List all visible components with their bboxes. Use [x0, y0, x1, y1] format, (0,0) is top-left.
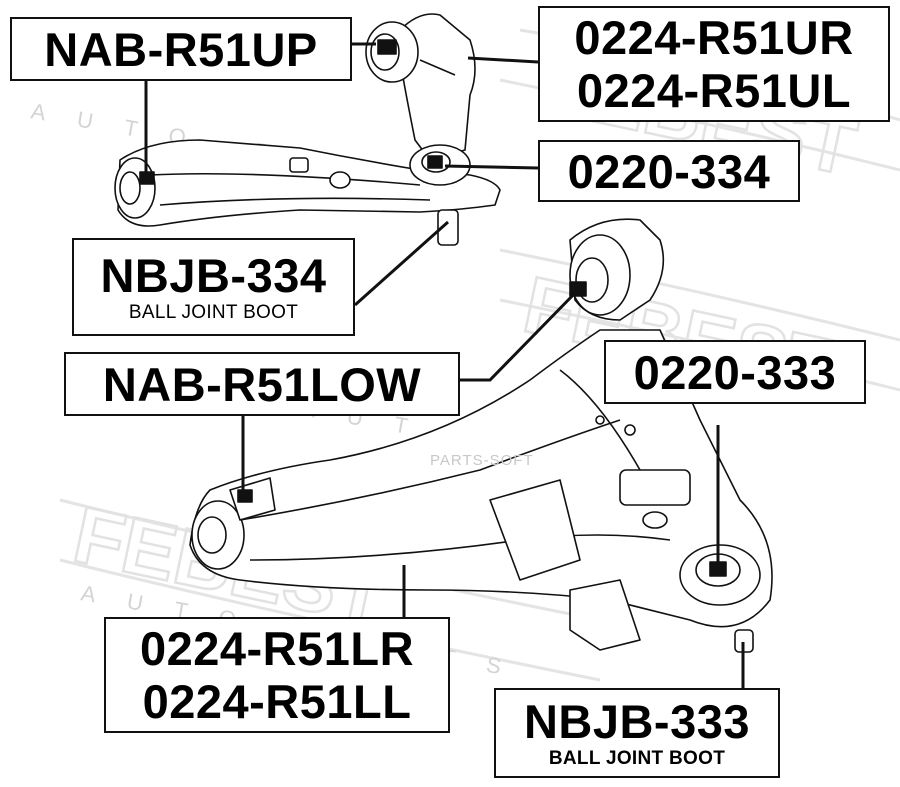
label-lower-arm-left: 0224-R51LL [142, 675, 412, 728]
leader-upper-arm [467, 56, 539, 64]
leader-upper-boot [354, 220, 449, 307]
label-upper-ball-joint[interactable]: 0220-334 [538, 140, 800, 202]
label-upper-arm-right: 0224-R51UR [574, 11, 854, 64]
label-lower-arm[interactable]: 0224-R51LR 0224-R51LL [104, 617, 450, 733]
upper-control-arm [114, 13, 501, 246]
label-lower-arm-right: 0224-R51LR [139, 622, 415, 675]
label-lower-ball-joint[interactable]: 0220-333 [604, 340, 866, 404]
label-upper-arm[interactable]: 0224-R51UR 0224-R51UL [538, 6, 890, 122]
label-lower-boot-code: NBJB-333 [523, 695, 751, 748]
leader-lines [144, 42, 745, 690]
leader-upper-ball-joint [444, 164, 539, 170]
label-upper-arm-left: 0224-R51UL [576, 64, 852, 117]
leader-lower-bushing [460, 288, 580, 382]
label-lower-boot[interactable]: NBJB-333 BALL JOINT BOOT [494, 688, 780, 778]
lower-control-arm [189, 218, 773, 653]
label-upper-ball-joint-text: 0220-334 [567, 144, 771, 198]
label-lower-bushing[interactable]: NAB-R51LOW [64, 352, 460, 416]
label-lower-boot-text: BALL JOINT BOOT [548, 748, 726, 769]
label-upper-boot-text: BALL JOINT BOOT [128, 302, 299, 323]
label-lower-bushing-text: NAB-R51LOW [102, 357, 422, 411]
watermark-credit: PARTS-SOFT [430, 452, 534, 469]
label-upper-bushing-text: NAB-R51UP [44, 22, 318, 76]
label-upper-bushing[interactable]: NAB-R51UP [10, 17, 352, 81]
label-upper-boot-code: NBJB-334 [100, 249, 327, 302]
label-lower-ball-joint-text: 0220-333 [633, 345, 837, 399]
label-upper-boot[interactable]: NBJB-334 BALL JOINT BOOT [72, 238, 355, 336]
